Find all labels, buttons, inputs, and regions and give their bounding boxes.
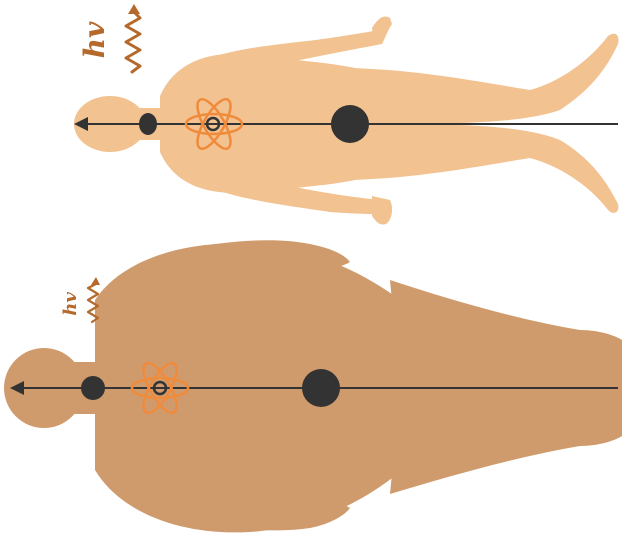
large-wave-arrowhead: [91, 277, 100, 285]
large-head-node: [81, 376, 105, 400]
slim-hv-label: hv: [78, 21, 111, 58]
slim-wave-arrowhead: [128, 4, 140, 14]
slim-mass-node: [331, 105, 369, 143]
slim-figure: hv: [74, 4, 619, 225]
slim-head-node: [139, 113, 157, 135]
large-figure: hv: [4, 240, 622, 532]
slim-wave-icon: [126, 12, 140, 72]
large-mass-node: [302, 369, 340, 407]
large-hv-label: hv: [60, 292, 81, 316]
